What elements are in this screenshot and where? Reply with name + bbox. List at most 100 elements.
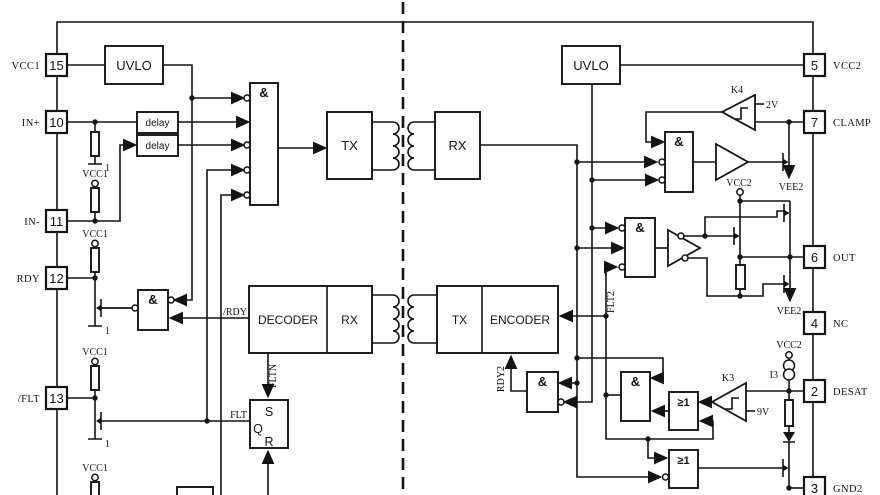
- flt-pullup: VCC1: [82, 347, 108, 398]
- rx1-block: [434, 111, 481, 180]
- tx2-label: TX: [452, 313, 467, 327]
- output-gate-resistor: [735, 264, 746, 290]
- uvlo2-block: [561, 45, 621, 85]
- output-mosfet-low: VEE2: [777, 257, 801, 317]
- junction-dots: [92, 95, 793, 491]
- k3-threshold-label: 9V: [757, 407, 770, 418]
- uvlo2-label: UVLO: [573, 58, 608, 73]
- rdy2-signal-label: RDY2: [496, 366, 507, 392]
- rdy-pullup: VCC1: [82, 229, 108, 278]
- latch-s-label: S: [265, 405, 273, 419]
- clamp-and-gate: &: [658, 131, 694, 193]
- delay2-label: delay: [146, 141, 170, 152]
- delay1-label: delay: [146, 118, 170, 129]
- delay1-block: [136, 111, 179, 134]
- rx1-label: RX: [448, 138, 466, 153]
- wires-right-side: [480, 64, 805, 489]
- rdy-pulldown-mosfet: 1: [88, 278, 132, 337]
- latch-r-label: R: [264, 435, 273, 449]
- k4-threshold-label: 2V: [766, 100, 779, 111]
- pin-number: 5: [811, 58, 818, 73]
- pin-box-11: [44, 208, 69, 234]
- decoder-rx-block: DECODER RX: [248, 285, 373, 354]
- transformer-bottom: [372, 294, 437, 344]
- clamp-mosfet: VEE2: [779, 122, 803, 193]
- fault-latch: S Q R: [249, 399, 289, 449]
- pin-box-10: [44, 109, 69, 135]
- pin-number: 10: [49, 115, 63, 130]
- desat-diode: [783, 426, 795, 457]
- vcc2-label: VCC2: [726, 178, 752, 189]
- gnd2-mosfet: [782, 457, 790, 488]
- pins-right: 5 VCC2 7 CLAMP 6 OUT 4 NC 2 DESAT 3 GND2: [802, 52, 871, 495]
- and-symbol: &: [674, 134, 683, 149]
- rdy2-nand-gate: &: [526, 371, 565, 413]
- k4-label: K4: [731, 85, 743, 96]
- bottom-vcc1-stub: VCC1: [82, 463, 108, 495]
- pin-label-flt-bar: /FLT: [18, 394, 40, 405]
- tx-encoder-block: TX ENCODER: [436, 285, 559, 354]
- fault-and-gate: &: [620, 371, 651, 422]
- uvlo1-block: [104, 45, 164, 85]
- pin-number: 12: [49, 271, 63, 286]
- vcc2-label: VCC2: [776, 340, 802, 351]
- uvlo1-label: UVLO: [116, 58, 151, 73]
- or-symbol: ≥1: [677, 455, 689, 467]
- vcc1-label: VCC1: [82, 463, 108, 474]
- pin-number: 6: [811, 250, 818, 265]
- pin-label-in-minus: IN-: [24, 217, 40, 228]
- transformer-top: [372, 121, 435, 171]
- pin-box-12: [44, 265, 69, 291]
- pin-label-rdy: RDY: [17, 274, 40, 285]
- desat-or-gate: ≥1: [668, 391, 699, 431]
- rdy-bar-signal-label: /RDY: [223, 307, 247, 318]
- gnd1-label: 1: [105, 326, 110, 337]
- pin-number: 11: [50, 214, 64, 229]
- desat-current-source: VCC2 I3: [770, 340, 802, 400]
- clamp-buffer: [715, 142, 750, 182]
- vcc1-label: VCC1: [82, 229, 108, 240]
- and-symbol: &: [538, 374, 547, 389]
- pin-box-6: [802, 244, 827, 270]
- encoder-label: ENCODER: [490, 313, 550, 327]
- output-mosfet-high: [783, 201, 791, 257]
- in-minus-pullup: VCC1: [82, 169, 108, 221]
- tx1-block: [326, 111, 373, 180]
- pin-box-3: [802, 475, 827, 495]
- delay2-block: [136, 134, 179, 157]
- rdy-nand-gate: &: [131, 289, 175, 331]
- pin-box-4: [802, 310, 827, 336]
- and-symbol: &: [259, 85, 268, 100]
- or-symbol: ≥1: [677, 397, 689, 409]
- pin-box-15: [44, 52, 69, 78]
- gnd2-or-gate: ≥1: [661, 449, 699, 489]
- pin-number: 4: [811, 316, 818, 331]
- i3-label: I3: [770, 370, 778, 381]
- k3-comparator: K3 9V: [710, 373, 770, 423]
- pin-label-vcc1: VCC1: [12, 61, 40, 72]
- flt2-signal-label: FLT2: [606, 291, 617, 313]
- pin-number: 3: [811, 481, 818, 495]
- in-plus-pulldown-resistor: 1: [88, 122, 110, 174]
- pin-label-out: OUT: [833, 253, 856, 264]
- pin-box-2: [802, 378, 827, 404]
- pin-box-5: [802, 52, 827, 78]
- vee2-label: VEE2: [779, 182, 803, 193]
- decoder-label: DECODER: [258, 313, 318, 327]
- pin-number: 13: [49, 391, 63, 406]
- output-driver-buffer: [667, 228, 702, 268]
- gnd1-label: 1: [105, 163, 110, 174]
- pins-left: 15 VCC1 10 IN+ 11 IN- 12 RDY 13 /FLT: [12, 52, 69, 411]
- pin-label-nc: NC: [833, 319, 848, 330]
- flt-pulldown-mosfet: 1: [88, 398, 110, 450]
- k4-comparator: K4 2V: [720, 85, 779, 132]
- vcc2-driver-supply: VCC2: [726, 178, 752, 196]
- vee2-label: VEE2: [777, 306, 801, 317]
- pin-box-7: [802, 109, 827, 135]
- fltn-signal-label: FLTN: [268, 364, 279, 388]
- vcc1-label: VCC1: [82, 169, 108, 180]
- pin-box-13: [44, 385, 69, 411]
- vcc1-label: VCC1: [82, 347, 108, 358]
